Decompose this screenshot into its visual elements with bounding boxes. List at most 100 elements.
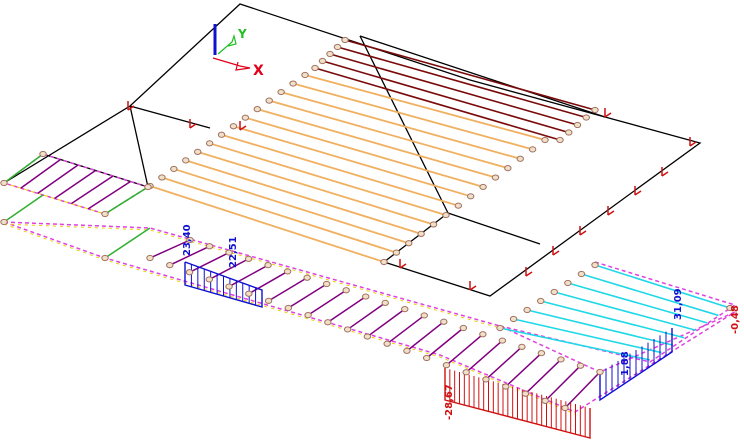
beam[interactable] [564, 371, 601, 409]
beam[interactable] [161, 176, 397, 254]
node-marker[interactable] [422, 354, 431, 362]
node-marker[interactable] [326, 50, 334, 58]
node-marker[interactable] [557, 356, 565, 363]
node-marker[interactable] [244, 255, 253, 262]
node-marker[interactable] [420, 312, 428, 319]
node-marker[interactable] [462, 369, 470, 376]
node-marker[interactable] [229, 123, 238, 130]
node-marker[interactable] [442, 211, 450, 219]
beam[interactable] [248, 270, 288, 295]
node-marker[interactable] [726, 304, 734, 312]
node-marker[interactable] [277, 88, 285, 96]
node-marker[interactable] [401, 306, 409, 313]
node-marker[interactable] [564, 279, 572, 287]
beam[interactable] [149, 239, 191, 259]
node-marker[interactable] [454, 202, 463, 209]
node-marker[interactable] [185, 269, 194, 276]
node-marker[interactable] [303, 274, 311, 281]
node-marker[interactable] [582, 114, 590, 121]
support-marker[interactable] [579, 226, 587, 236]
node-marker[interactable] [537, 350, 546, 357]
node-marker[interactable] [333, 43, 342, 51]
node-marker[interactable] [440, 318, 448, 325]
node-marker[interactable] [264, 297, 273, 304]
beam[interactable] [386, 314, 425, 345]
beam[interactable] [499, 327, 651, 361]
node-marker[interactable] [577, 270, 586, 278]
beam[interactable] [233, 125, 471, 198]
beam-group-darkred[interactable] [314, 39, 596, 141]
node-marker[interactable] [205, 140, 214, 147]
node-marker[interactable] [479, 331, 487, 338]
beam[interactable] [54, 169, 96, 200]
node-marker[interactable] [241, 114, 250, 121]
beam[interactable] [304, 74, 546, 141]
node-marker[interactable] [39, 150, 47, 158]
beam[interactable] [173, 168, 410, 245]
node-marker[interactable] [576, 362, 585, 369]
node-marker[interactable] [101, 210, 109, 218]
node-marker[interactable] [101, 254, 109, 262]
node-marker[interactable] [528, 146, 537, 153]
node-marker[interactable] [591, 261, 599, 269]
node-marker[interactable] [537, 297, 545, 305]
node-marker[interactable] [322, 280, 331, 288]
beam[interactable] [37, 164, 79, 194]
node-marker[interactable] [205, 243, 214, 250]
node-marker[interactable] [265, 97, 273, 104]
node-marker[interactable] [442, 362, 451, 369]
node-marker[interactable] [565, 129, 573, 136]
node-marker[interactable] [253, 106, 262, 113]
beam[interactable] [149, 185, 385, 263]
node-marker[interactable] [146, 254, 154, 262]
support-marker[interactable] [525, 267, 533, 277]
node-marker[interactable] [0, 179, 8, 187]
node-marker[interactable] [301, 71, 309, 79]
node-marker[interactable] [383, 340, 391, 347]
node-marker[interactable] [392, 249, 401, 256]
beam[interactable] [197, 150, 434, 226]
beam[interactable] [87, 180, 131, 210]
node-marker[interactable] [166, 262, 174, 269]
beam[interactable] [268, 99, 509, 170]
node-marker[interactable] [417, 230, 425, 237]
beam[interactable] [280, 91, 521, 160]
node-marker[interactable] [482, 376, 490, 383]
node-marker[interactable] [429, 221, 438, 228]
node-marker[interactable] [186, 236, 194, 244]
beam[interactable] [366, 308, 406, 338]
beam[interactable] [221, 133, 459, 207]
node-marker[interactable] [518, 343, 526, 350]
beam[interactable] [208, 258, 249, 281]
node-marker[interactable] [193, 148, 202, 155]
beam[interactable] [327, 295, 367, 323]
beam[interactable] [524, 358, 562, 395]
node-marker[interactable] [289, 80, 297, 87]
node-marker[interactable] [324, 319, 332, 326]
node-marker[interactable] [342, 287, 350, 294]
node-marker[interactable] [502, 383, 510, 390]
left-slab[interactable] [3, 153, 150, 215]
node-marker[interactable] [556, 136, 564, 144]
support-marker[interactable] [239, 121, 247, 131]
node-marker[interactable] [521, 390, 530, 397]
node-marker[interactable] [591, 106, 599, 114]
beam[interactable] [314, 67, 561, 141]
node-marker[interactable] [403, 347, 411, 354]
beam[interactable] [347, 302, 386, 331]
node-marker[interactable] [182, 157, 190, 164]
beam[interactable] [257, 108, 496, 179]
node-marker[interactable] [541, 136, 549, 144]
beam[interactable] [287, 283, 328, 309]
beam[interactable] [169, 245, 210, 266]
node-marker[interactable] [596, 368, 604, 376]
node-markers[interactable] [0, 36, 734, 412]
support-marker[interactable] [552, 246, 560, 256]
node-marker[interactable] [459, 324, 468, 332]
support-marker[interactable] [399, 259, 407, 269]
node-marker[interactable] [405, 240, 413, 247]
beam[interactable] [322, 60, 569, 134]
node-marker[interactable] [561, 404, 569, 412]
beam[interactable] [70, 175, 114, 205]
